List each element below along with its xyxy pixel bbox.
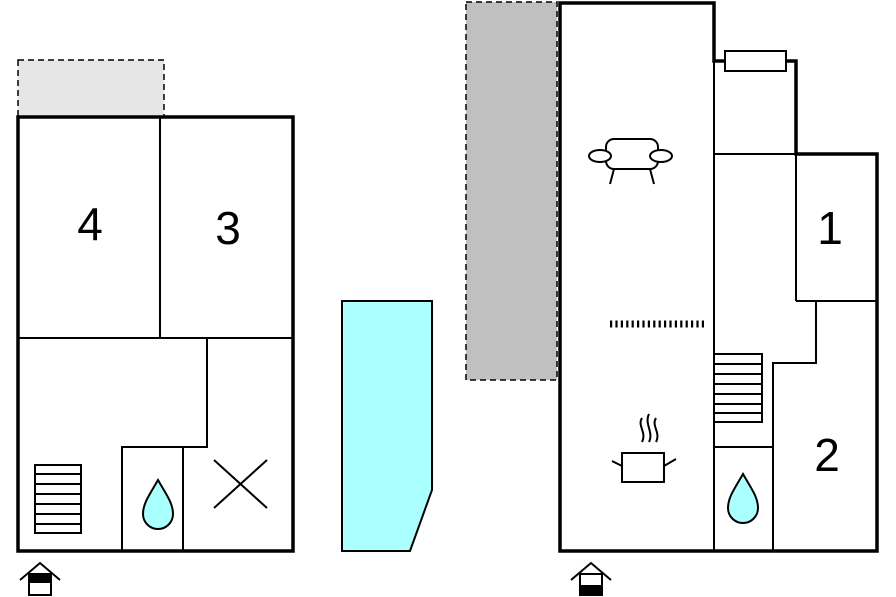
wall [121, 338, 208, 551]
stairs-icon [34, 464, 82, 534]
terrace-dark [465, 1, 558, 381]
window [724, 50, 787, 72]
bathroom-water-drop-icon [726, 471, 760, 524]
kitchen-pot-icon [611, 413, 677, 483]
sofa-icon [588, 138, 673, 185]
room-label-3: 3 [215, 202, 241, 254]
bathroom-water-drop-icon [141, 477, 175, 530]
entrance-house-icon [19, 561, 61, 596]
entrance-house-icon [570, 561, 612, 596]
room-label-1: 1 [817, 202, 843, 254]
stairs-icon [713, 353, 763, 423]
ground-floor: 4 3 [16, 59, 295, 596]
empty-cross-icon [213, 459, 268, 509]
upper-floor: 1 2 [465, 1, 879, 596]
terrace-light [17, 59, 165, 118]
room-label-2: 2 [814, 429, 840, 481]
room-label-4: 4 [77, 198, 103, 250]
wall [772, 301, 817, 551]
swimming-pool [341, 300, 433, 552]
